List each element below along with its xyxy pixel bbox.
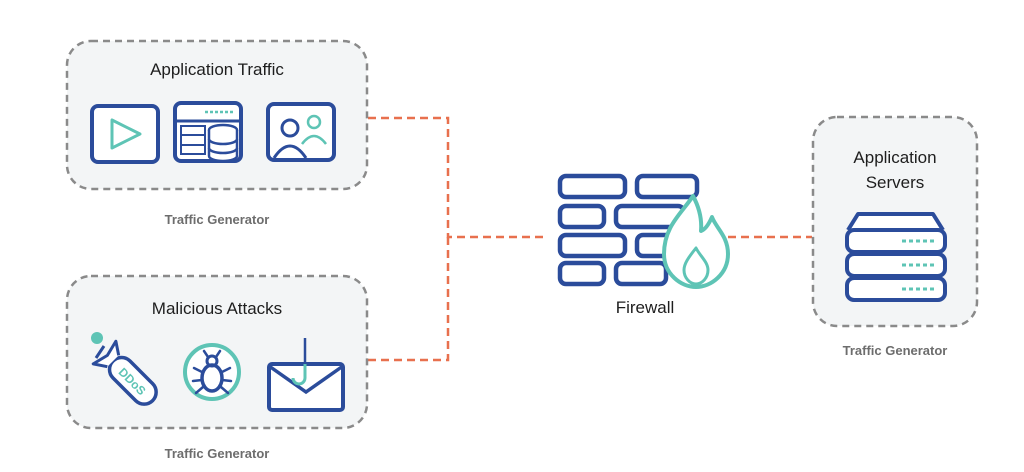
firewall-label: Firewall: [615, 298, 675, 317]
connector-malicious: [368, 237, 450, 362]
ddos-missile-icon: DDoS: [91, 332, 158, 406]
bug-virus-icon: [183, 343, 241, 401]
servers-title-line1: Application: [853, 148, 937, 167]
users-group-icon: [266, 102, 336, 162]
servers-title-line2: Servers: [865, 173, 925, 192]
play-video-icon: [90, 104, 160, 164]
server-database-icon: [173, 101, 243, 163]
server-stack-icon: [845, 212, 947, 302]
phishing-mail-icon: [267, 338, 345, 412]
servers-caption: Traffic Generator: [842, 343, 948, 358]
connector-lines: [368, 116, 812, 362]
app-traffic-caption: Traffic Generator: [164, 212, 270, 227]
malicious-caption: Traffic Generator: [164, 446, 270, 461]
brick-wall-flame-icon: [557, 173, 730, 289]
app-traffic-title: Application Traffic: [150, 60, 284, 79]
connector-app-traffic: [368, 116, 548, 239]
malicious-title: Malicious Attacks: [151, 299, 283, 318]
